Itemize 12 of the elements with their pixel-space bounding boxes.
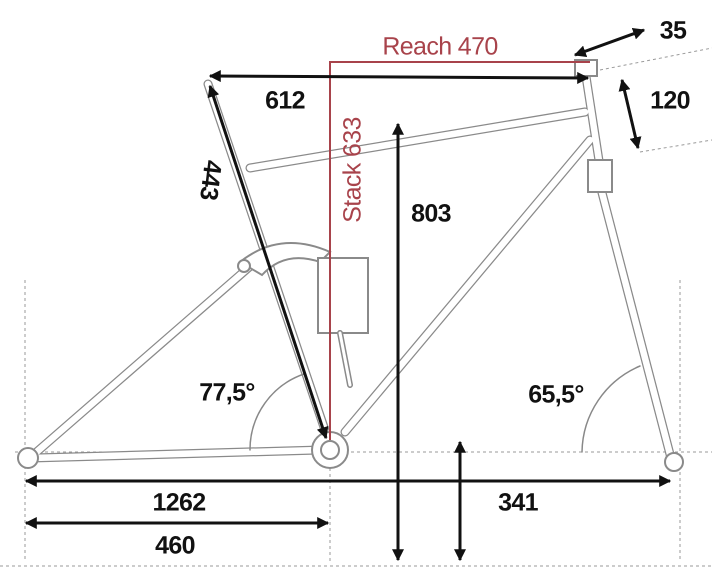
dimension-label: 443	[195, 158, 225, 202]
dimension-label: 1262	[152, 490, 206, 516]
dimension-label: 612	[265, 88, 305, 114]
dimension-label: 341	[498, 490, 538, 516]
angle-label: 65,5°	[528, 382, 584, 408]
dimension-label: 120	[650, 88, 690, 114]
dimension-label: 460	[155, 534, 195, 558]
dimension-label: 35	[660, 18, 686, 44]
angle-label: 77,5°	[199, 380, 255, 406]
dimension-label: 803	[411, 202, 451, 226]
dimension-label: Reach 470	[382, 34, 498, 60]
dimension-label: Stack 633	[340, 117, 366, 223]
